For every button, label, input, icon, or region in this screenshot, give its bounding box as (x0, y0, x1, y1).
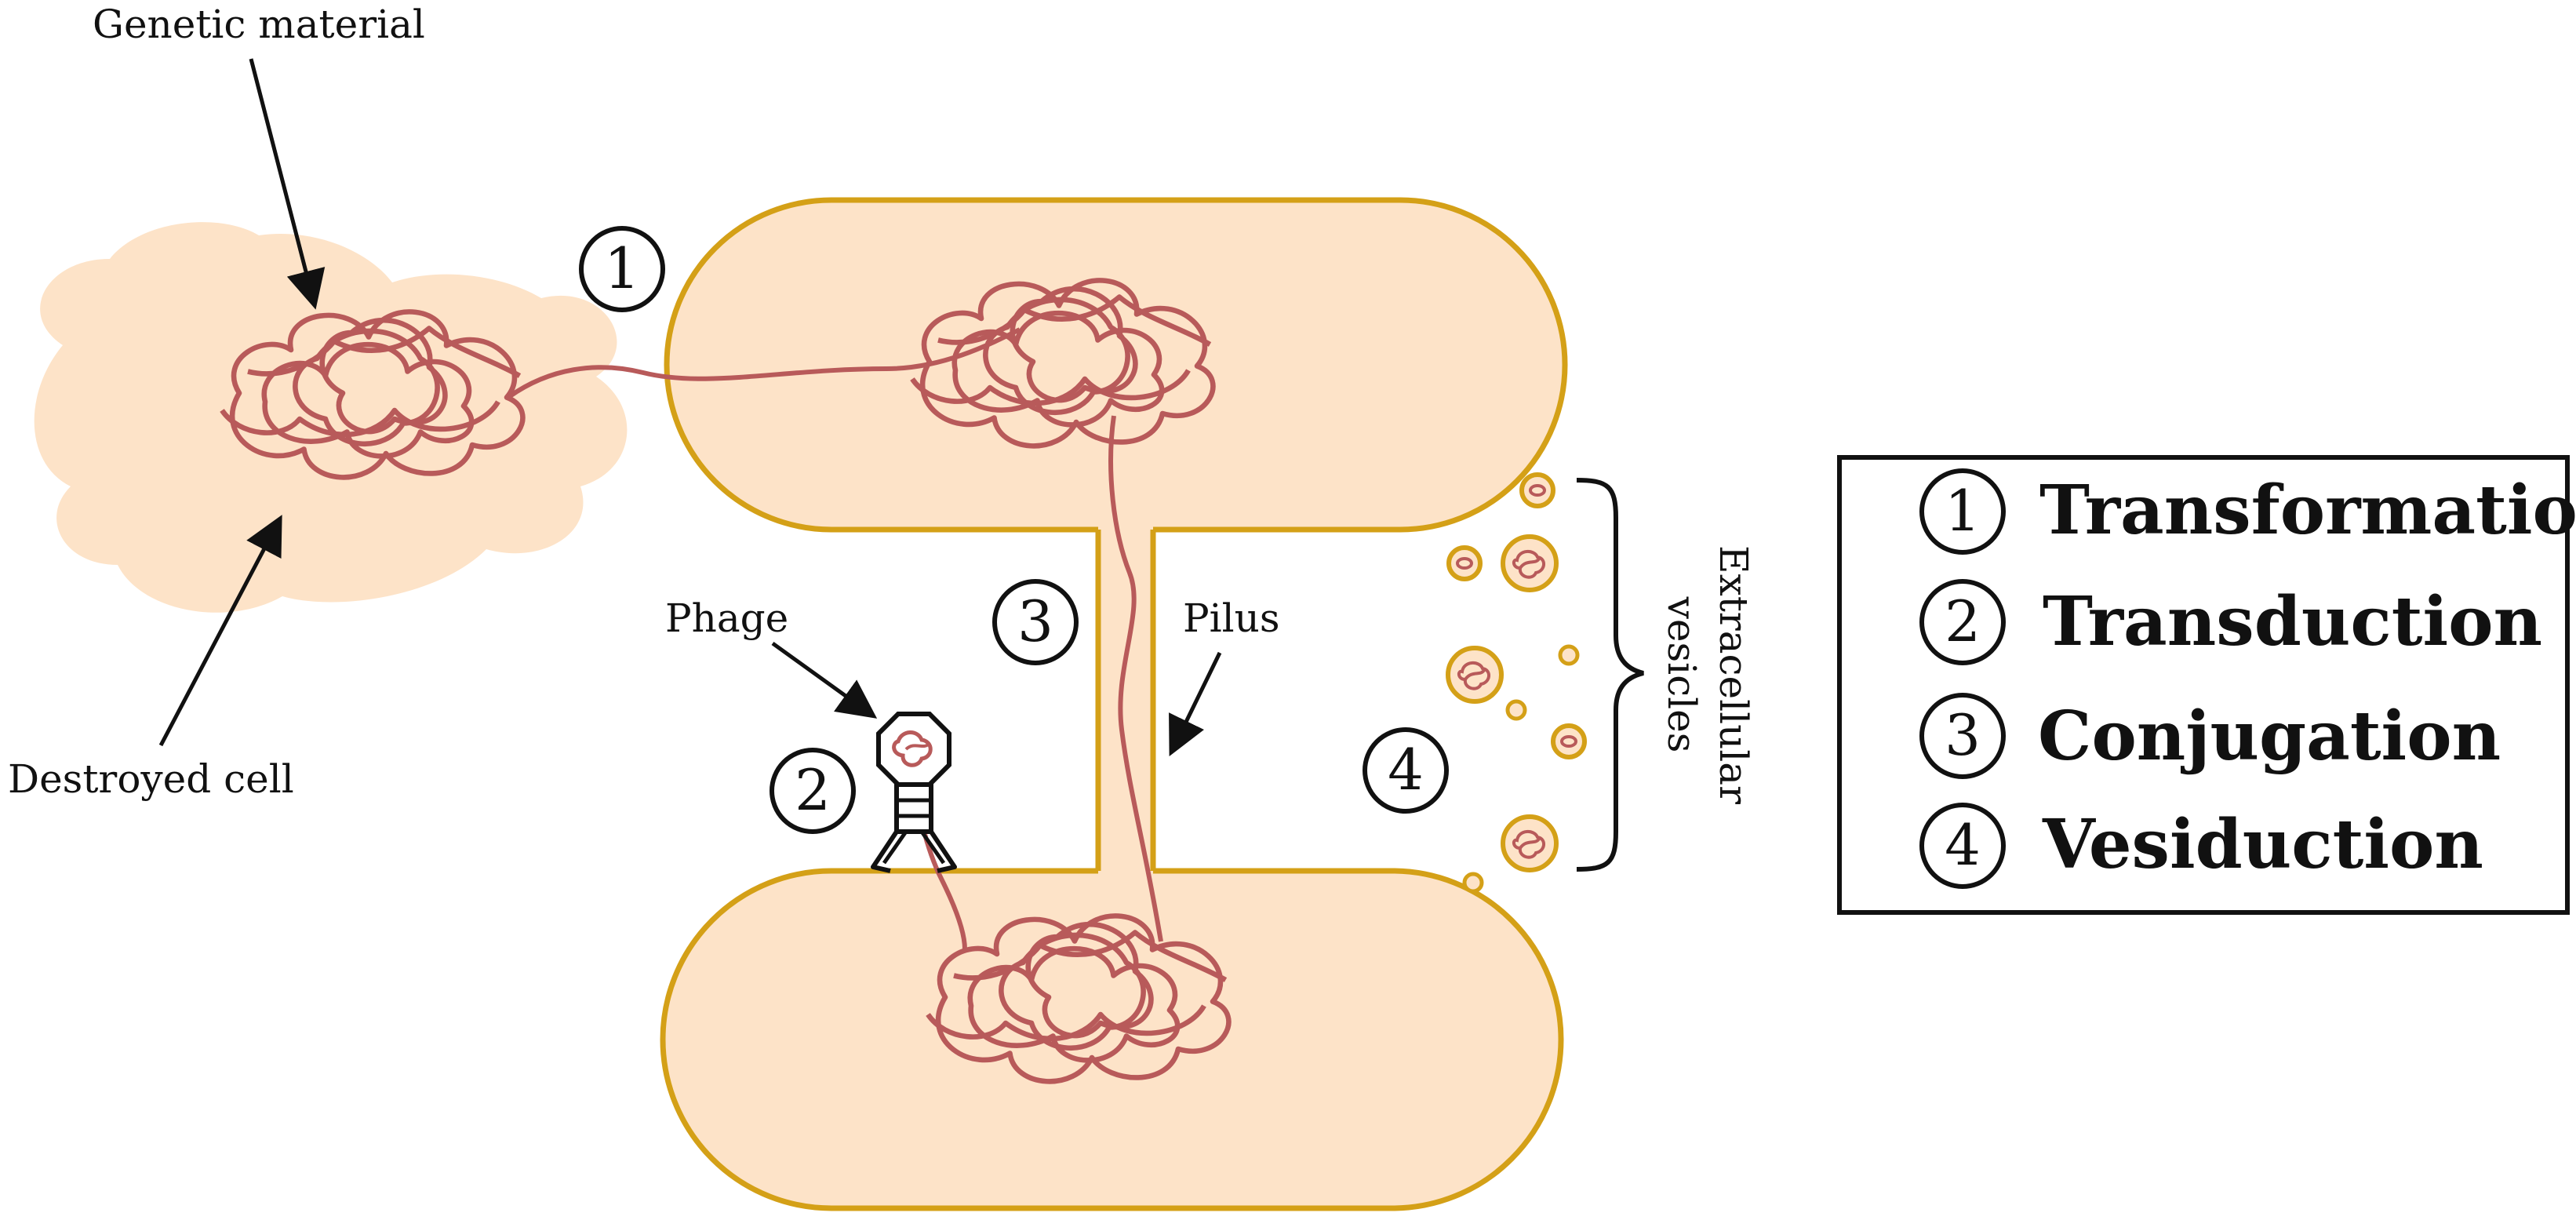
extracellular-vesicles (1448, 475, 1585, 891)
pilus-strand (1108, 415, 1163, 942)
marker-4-number: 4 (1388, 737, 1424, 803)
destroyed-cell-label: Destroyed cell (8, 756, 294, 802)
legend-item-number: 1 (1945, 478, 1981, 544)
vesicles-brace (1576, 478, 1644, 872)
pilus-bridge (1095, 526, 1156, 875)
legend-item-number: 3 (1945, 702, 1981, 768)
legend-item-label: Vesiduction (2042, 805, 2483, 884)
marker-1: 1 (579, 226, 665, 312)
legend-item-label: Transduction (2043, 582, 2542, 661)
legend-item-transduction: 2 Transduction (1919, 579, 2542, 665)
legend-item-conjugation: 3 Conjugation (1919, 693, 2501, 779)
marker-2: 2 (770, 748, 856, 834)
phage-icon (871, 712, 957, 873)
pilus-label: Pilus (1183, 595, 1280, 641)
marker-1-number: 1 (604, 235, 640, 301)
marker-3-number: 3 (1017, 588, 1053, 654)
extracellular-vesicles-label: Extracellular vesicles (1659, 545, 1756, 804)
marker-4: 4 (1363, 727, 1449, 814)
extracellular-label-line1: Extracellular (1711, 545, 1756, 804)
legend-item-label: Conjugation (2038, 697, 2501, 776)
legend-item-transformation: 1 Transformation (1919, 468, 2576, 555)
genetic-material-label: Genetic material (93, 2, 425, 47)
phage-label: Phage (665, 595, 788, 641)
extracellular-label-line2: vesicles (1659, 596, 1705, 753)
bottom-bacterium (660, 868, 1564, 1211)
marker-3: 3 (992, 579, 1079, 665)
destroyed-cell (34, 222, 628, 613)
top-bacterium (664, 197, 1568, 533)
legend: 1 Transformation 2 Transduction 3 Conjug… (1837, 455, 2576, 915)
annotation-arrows (158, 58, 1222, 756)
marker-2-number: 2 (795, 757, 831, 823)
legend-item-label: Transformation (2039, 471, 2576, 550)
legend-item-number: 2 (1945, 588, 1981, 654)
legend-item-number: 4 (1945, 812, 1981, 878)
legend-item-vesiduction: 4 Vesiduction (1919, 803, 2483, 889)
